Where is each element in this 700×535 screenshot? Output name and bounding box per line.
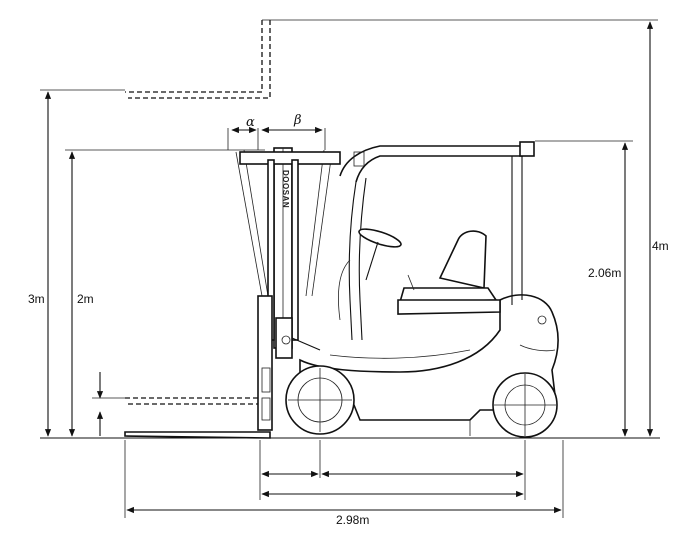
label-3m: 3m bbox=[28, 292, 45, 306]
forks bbox=[124, 295, 273, 439]
seat-and-steering bbox=[338, 228, 501, 321]
dim-4m: 4m bbox=[646, 21, 669, 437]
label-2-06m: 2.06m bbox=[588, 266, 621, 280]
dim-2m: 2m bbox=[68, 151, 94, 437]
dim-3m: 3m bbox=[28, 91, 52, 437]
tilt-lines: α β bbox=[227, 113, 333, 297]
rear-wheel bbox=[492, 372, 558, 438]
dim-2-06m: 2.06m bbox=[588, 142, 629, 437]
label-4m: 4m bbox=[652, 239, 669, 253]
front-wheel bbox=[285, 365, 355, 435]
horizontal-dimensions: 2.98m bbox=[124, 440, 564, 527]
label-alpha: α bbox=[246, 115, 255, 130]
label-beta: β bbox=[293, 113, 302, 128]
dim-fork-lift-small bbox=[92, 372, 125, 436]
mast: DOOSAN bbox=[239, 147, 341, 359]
raised-mast-outline bbox=[125, 19, 271, 405]
mast-brand: DOOSAN bbox=[281, 170, 290, 208]
label-2-98m: 2.98m bbox=[336, 513, 369, 527]
overhead-guard bbox=[339, 141, 535, 341]
label-2m: 2m bbox=[77, 292, 94, 306]
